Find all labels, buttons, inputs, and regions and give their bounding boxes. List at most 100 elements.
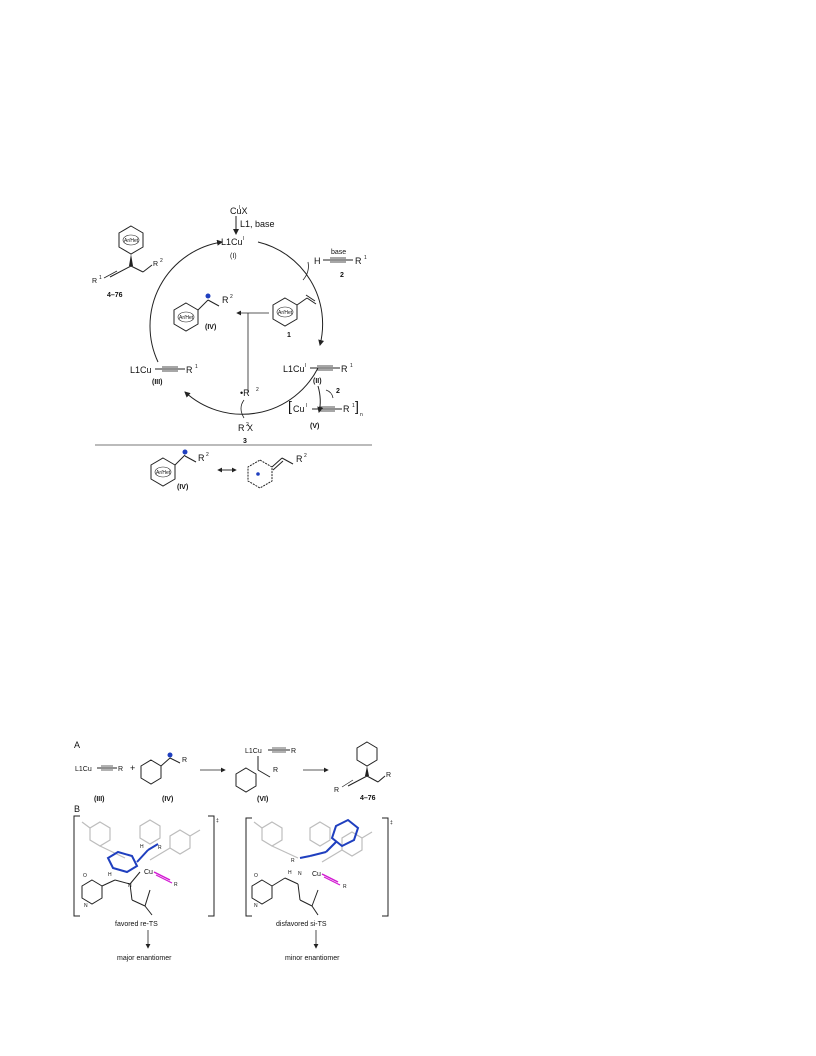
svg-text:‡: ‡ bbox=[390, 820, 393, 826]
svg-text:L1Cu: L1Cu bbox=[245, 748, 262, 755]
disfavored-ts: ‡ R N H Cu R bbox=[245, 817, 393, 917]
svg-text:R: R bbox=[92, 278, 97, 285]
alkyne-R1: R bbox=[355, 256, 362, 266]
cycle-arc-top-right bbox=[257, 241, 325, 346]
svg-text:N: N bbox=[84, 903, 88, 909]
svg-text:1: 1 bbox=[352, 403, 355, 409]
svg-text:Ar/Het: Ar/Het bbox=[179, 315, 194, 321]
svg-text:R: R bbox=[222, 295, 229, 305]
svg-text:I: I bbox=[305, 363, 306, 369]
int-II-label: (II) bbox=[313, 378, 322, 385]
polymer-V-label: (V) bbox=[310, 423, 319, 430]
favored-label: favored re-TS bbox=[115, 921, 158, 928]
III-label: (III) bbox=[94, 796, 105, 803]
svg-text:O: O bbox=[83, 873, 87, 879]
panel-B-label: B bbox=[74, 804, 80, 814]
cux-label: CuX bbox=[230, 206, 248, 216]
svg-text:R: R bbox=[153, 261, 158, 268]
svg-text:L1Cu: L1Cu bbox=[75, 766, 92, 773]
panel-A-label: A bbox=[74, 740, 80, 750]
ligand-base-label: L1, base bbox=[240, 219, 275, 229]
svg-text:2: 2 bbox=[160, 258, 163, 264]
svg-text:(IV): (IV) bbox=[177, 484, 188, 491]
polymer-cu: Cu bbox=[293, 404, 305, 414]
svg-text:2: 2 bbox=[230, 294, 233, 300]
svg-text:R: R bbox=[198, 453, 205, 463]
svg-text:R: R bbox=[296, 454, 303, 464]
svg-text:R: R bbox=[182, 757, 187, 764]
num-2b: 2 bbox=[336, 388, 340, 395]
num-1: 1 bbox=[287, 332, 291, 339]
cycle-arc-left bbox=[149, 239, 223, 363]
svg-text:1: 1 bbox=[350, 363, 353, 369]
svg-text:‡: ‡ bbox=[216, 818, 219, 824]
svg-text:R: R bbox=[341, 364, 348, 374]
radical-IV: Ar/Het R 2 bbox=[173, 293, 233, 332]
cat-I-sup: I bbox=[243, 236, 244, 242]
svg-text:O: O bbox=[254, 873, 258, 879]
svg-text:1: 1 bbox=[195, 364, 198, 370]
svg-text:N: N bbox=[298, 871, 302, 877]
svg-text:2: 2 bbox=[304, 453, 307, 459]
svg-text:1: 1 bbox=[99, 275, 102, 281]
IV-label: (IV) bbox=[162, 796, 173, 803]
svg-text:n: n bbox=[360, 412, 363, 418]
product-range-b: 4–76 bbox=[360, 795, 376, 802]
cux-sup: I bbox=[239, 205, 240, 211]
favored-ts: ‡ R H H Cu R bbox=[73, 815, 219, 917]
int-III: L1Cu bbox=[130, 365, 152, 375]
svg-text:H: H bbox=[140, 844, 144, 850]
svg-text:R: R bbox=[386, 772, 391, 779]
svg-text:N: N bbox=[254, 903, 258, 909]
svg-text:1: 1 bbox=[364, 255, 367, 261]
radical-IV-b: R bbox=[140, 752, 187, 785]
cycle-arc-bottom bbox=[184, 367, 319, 415]
svg-text:[: [ bbox=[288, 398, 292, 414]
cat-I-roman: (I) bbox=[230, 253, 237, 260]
svg-text:R: R bbox=[343, 404, 350, 414]
svg-text:R: R bbox=[334, 787, 339, 794]
svg-text:R: R bbox=[158, 845, 162, 851]
alkyne-H: H bbox=[314, 256, 321, 266]
svg-text:2: 2 bbox=[206, 452, 209, 458]
svg-text:R: R bbox=[343, 884, 347, 890]
product-range: 4–76 bbox=[107, 292, 123, 299]
svg-text:I: I bbox=[306, 403, 307, 409]
num-2: 2 bbox=[340, 272, 344, 279]
svg-text:+: + bbox=[130, 763, 135, 773]
resonance-quinoid: R 2 bbox=[247, 453, 307, 489]
int-II: L1Cu bbox=[283, 364, 305, 374]
svg-text:R: R bbox=[291, 748, 296, 755]
svg-text:Ar/Het: Ar/Het bbox=[124, 238, 139, 244]
svg-text:Cu: Cu bbox=[312, 871, 321, 878]
svg-text:Cu: Cu bbox=[144, 869, 153, 876]
product-4-76: Ar/Het R 2 R 1 bbox=[92, 225, 163, 285]
svg-text:Ar/Het: Ar/Het bbox=[156, 470, 171, 476]
svg-text:R: R bbox=[118, 766, 123, 773]
num-3: 3 bbox=[243, 438, 247, 445]
precursor-r2x: R X bbox=[238, 423, 253, 433]
radical-IV-label: (IV) bbox=[205, 324, 216, 331]
catalytic-cycle-scheme: CuX I L1, base L1Cu I (I) base H R 1 2 A… bbox=[92, 205, 372, 491]
styrene-1: Ar/Het bbox=[272, 294, 317, 327]
svg-text:R: R bbox=[273, 767, 278, 774]
svg-text:R: R bbox=[174, 882, 178, 888]
svg-text:]: ] bbox=[355, 398, 359, 414]
svg-text:H: H bbox=[288, 870, 292, 876]
resonance-IV: Ar/Het R 2 (IV) bbox=[150, 449, 209, 491]
svg-text:N: N bbox=[128, 883, 132, 889]
stereo-model-scheme: A L1Cu R (III) + R (IV) L1Cu R R bbox=[73, 740, 393, 962]
product-b: R R bbox=[334, 741, 391, 794]
svg-text:R: R bbox=[186, 365, 193, 375]
int-III-label: (III) bbox=[152, 379, 163, 386]
minor-label: minor enantiomer bbox=[285, 955, 340, 962]
disfavored-label: disfavored si-TS bbox=[276, 921, 327, 928]
cat-I-label: L1Cu bbox=[221, 237, 243, 247]
svg-text:2: 2 bbox=[256, 387, 259, 393]
VI-label: (VI) bbox=[257, 796, 268, 803]
svg-text:H: H bbox=[108, 872, 112, 878]
radical-r2: •R bbox=[240, 388, 250, 398]
svg-text:Ar/Het: Ar/Het bbox=[278, 310, 293, 316]
major-label: major enantiomer bbox=[117, 955, 172, 962]
